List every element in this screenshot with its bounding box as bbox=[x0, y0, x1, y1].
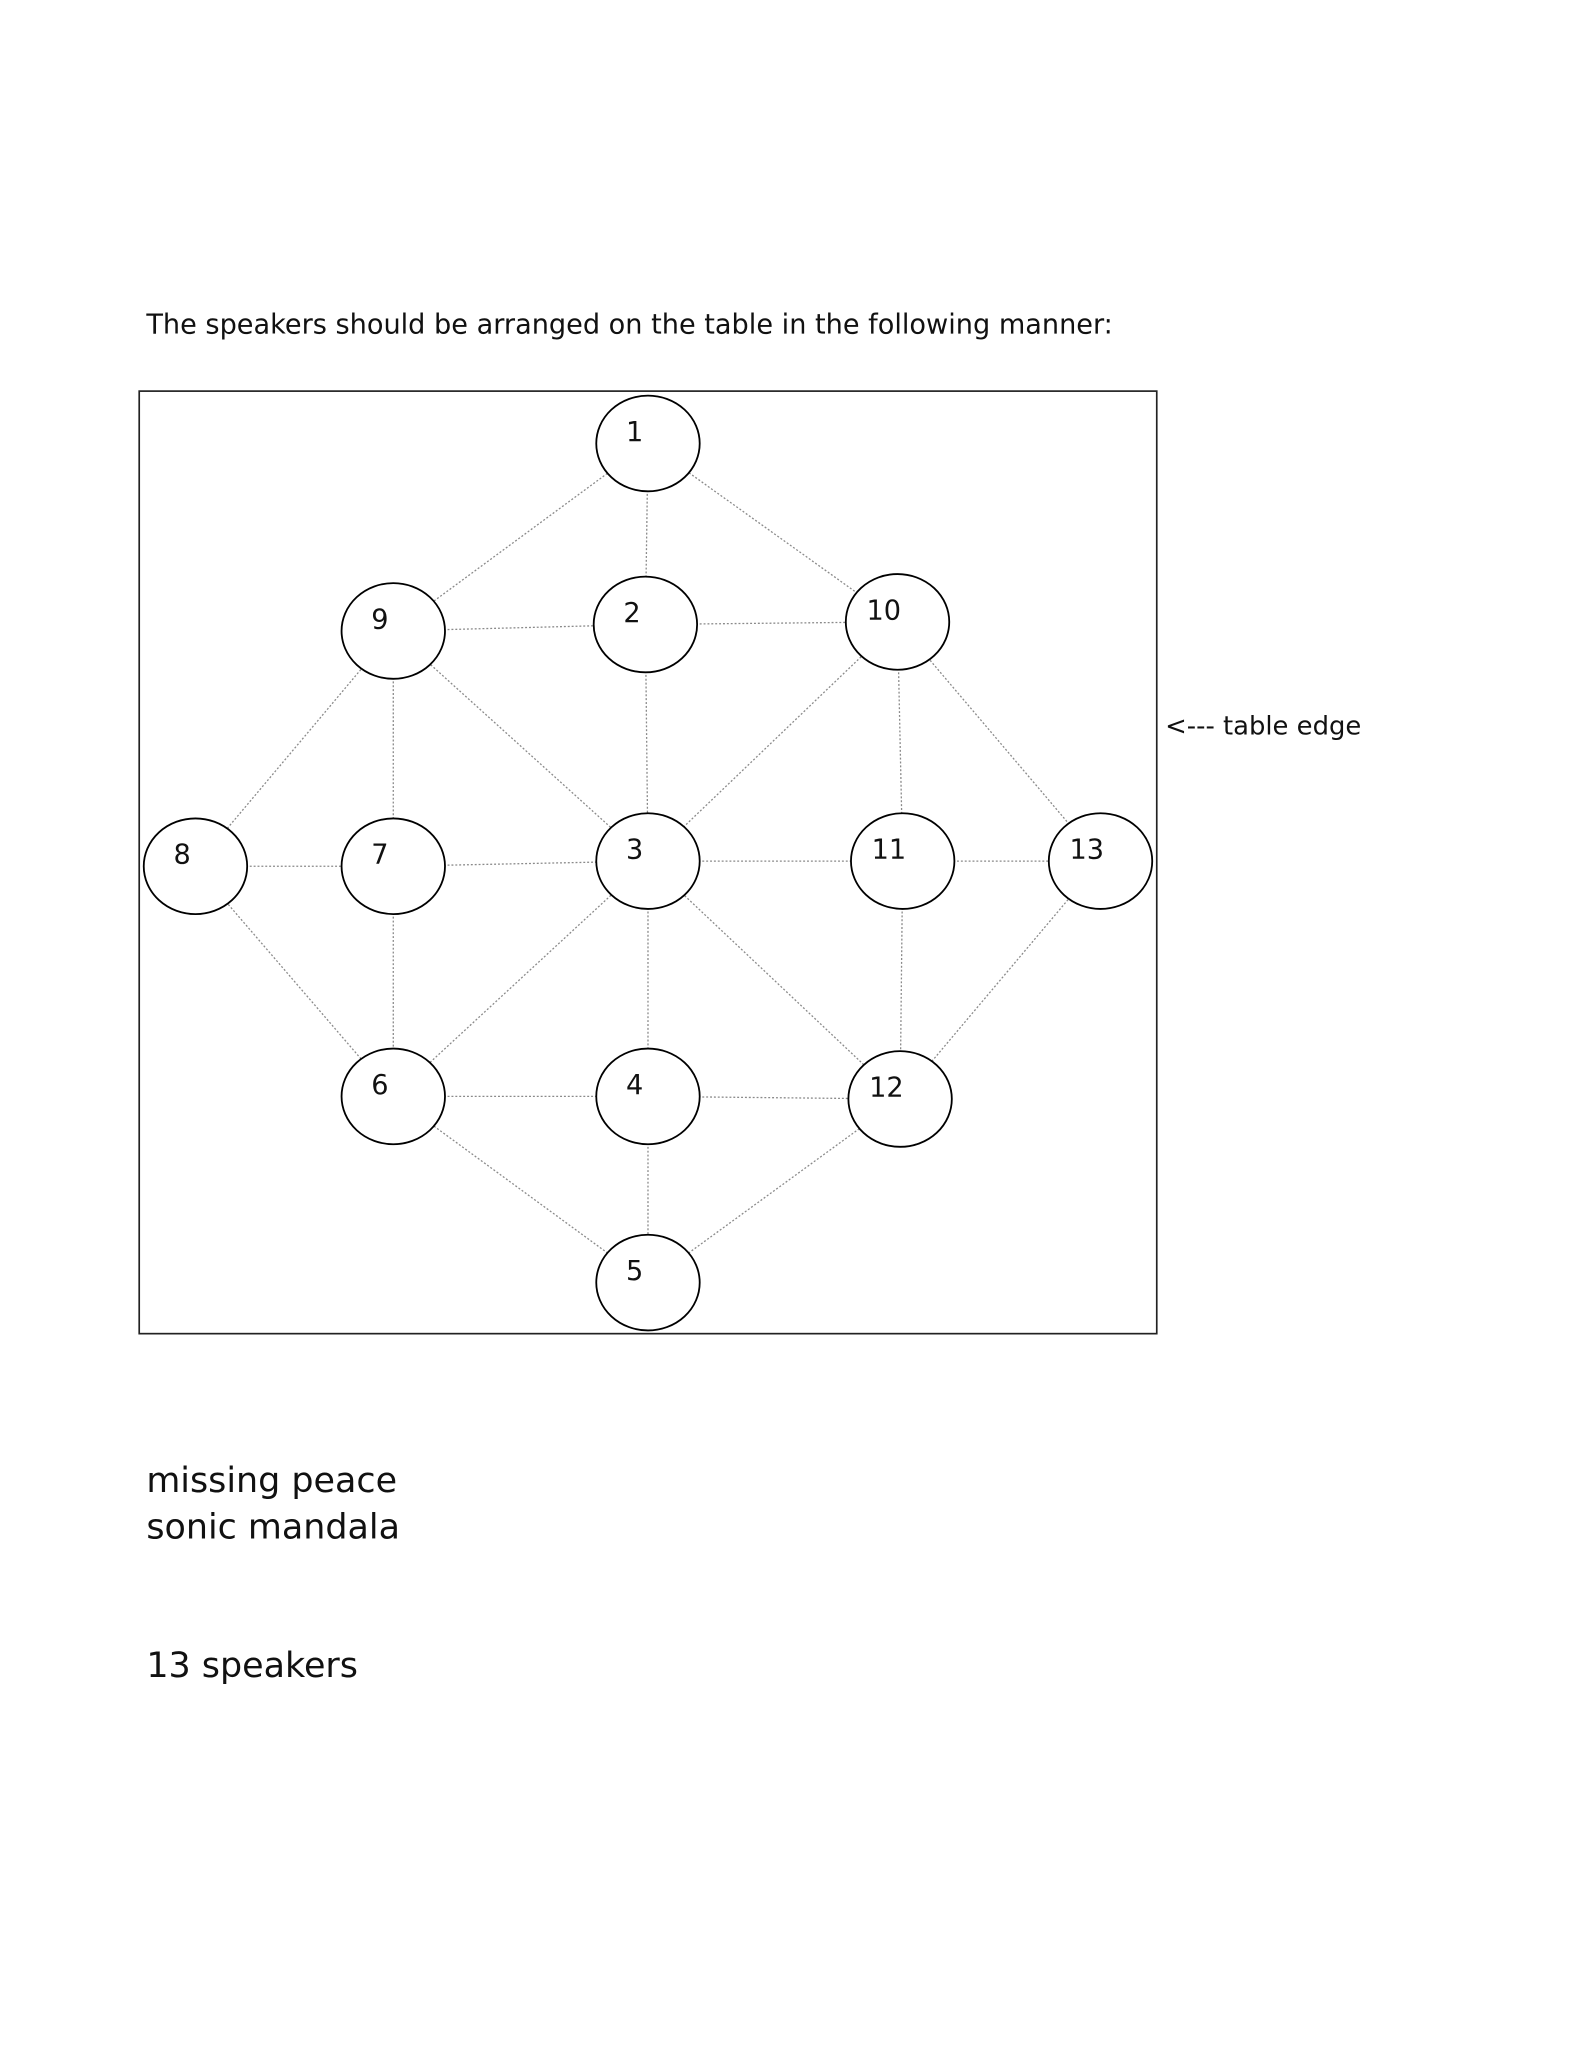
speaker-number: 4 bbox=[626, 1070, 643, 1101]
edge-9-3 bbox=[392, 630, 649, 862]
speaker-13: 13 bbox=[1047, 812, 1154, 910]
table-edge-label: <--- table edge bbox=[1165, 711, 1361, 741]
speaker-circle bbox=[847, 1050, 953, 1148]
edge-3-12 bbox=[647, 860, 901, 1100]
speaker-number: 7 bbox=[371, 840, 388, 871]
speaker-count: 13 speakers bbox=[146, 1646, 358, 1686]
edge-10-13 bbox=[897, 621, 1102, 862]
speaker-1: 1 bbox=[595, 394, 701, 493]
speaker-number: 3 bbox=[626, 835, 643, 866]
speaker-12: 12 bbox=[847, 1050, 953, 1148]
speaker-2: 2 bbox=[592, 575, 699, 674]
heading: The speakers should be arranged on the t… bbox=[145, 310, 1113, 341]
speaker-circle bbox=[1047, 812, 1154, 910]
speaker-11: 11 bbox=[850, 812, 956, 910]
speaker-number: 12 bbox=[869, 1072, 904, 1103]
edge-9-8 bbox=[194, 630, 394, 867]
edge-12-5 bbox=[647, 1098, 901, 1284]
speaker-7: 7 bbox=[340, 817, 446, 916]
speaker-9: 9 bbox=[340, 582, 446, 680]
speaker-number: 13 bbox=[1069, 835, 1104, 866]
speaker-circle bbox=[595, 394, 701, 493]
speaker-6: 6 bbox=[340, 1047, 446, 1146]
speaker-circle bbox=[595, 1233, 701, 1332]
speaker-number: 11 bbox=[872, 835, 907, 866]
speaker-8: 8 bbox=[142, 817, 249, 916]
speaker-circle bbox=[340, 817, 446, 916]
edge-8-6 bbox=[194, 865, 394, 1097]
speaker-number: 8 bbox=[173, 840, 190, 871]
speaker-number: 2 bbox=[623, 598, 640, 629]
table-outline bbox=[138, 390, 1158, 1335]
edge-1-2 bbox=[644, 443, 649, 625]
speaker-circle bbox=[850, 812, 956, 910]
speaker-number: 6 bbox=[371, 1070, 388, 1101]
speaker-number: 9 bbox=[371, 604, 388, 635]
speaker-circle bbox=[595, 812, 701, 910]
speaker-circle bbox=[340, 1047, 446, 1146]
speaker-number: 1 bbox=[626, 417, 643, 448]
speaker-10: 10 bbox=[844, 573, 951, 671]
speaker-circle bbox=[595, 1047, 701, 1146]
speaker-number: 5 bbox=[626, 1256, 643, 1287]
speaker-5: 5 bbox=[595, 1233, 701, 1332]
speaker-circle bbox=[340, 582, 446, 680]
speaker-number: 10 bbox=[866, 595, 901, 626]
edge-10-3 bbox=[647, 621, 898, 862]
speaker-circle bbox=[592, 575, 699, 674]
speaker-circle bbox=[844, 573, 951, 671]
speaker-circle bbox=[142, 817, 249, 916]
title-line-1: missing peace bbox=[146, 1461, 397, 1501]
edge-13-12 bbox=[899, 860, 1102, 1100]
speaker-4: 4 bbox=[595, 1047, 701, 1146]
speaker-3: 3 bbox=[595, 812, 701, 910]
title-line-2: sonic mandala bbox=[146, 1508, 400, 1548]
